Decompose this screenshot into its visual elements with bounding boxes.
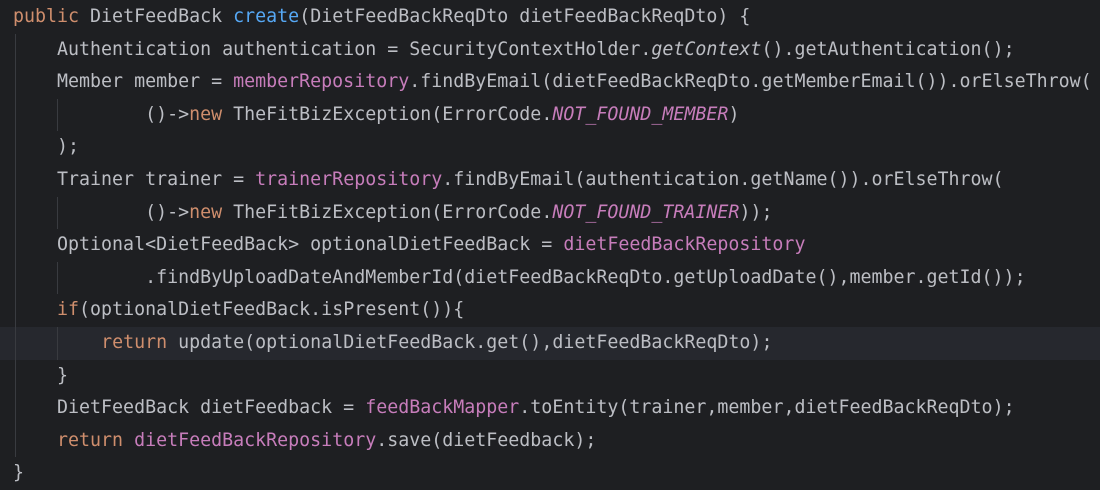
indent-guide [15, 163, 16, 197]
code-token: return [101, 331, 179, 353]
indent-guide [15, 261, 16, 295]
indent-guide [15, 66, 16, 99]
code-token: feedBackMapper [365, 397, 520, 419]
code-token: Trainer trainer = [13, 168, 256, 190]
code-token: Optional<DietFeedBack> optionalDietFeedB… [13, 234, 564, 256]
code-token: } [13, 364, 69, 386]
code-token: ); [13, 136, 80, 158]
code-token: new [189, 103, 234, 125]
code-line[interactable]: return update(optionalDietFeedBack.get()… [0, 326, 1100, 360]
code-line[interactable]: return dietFeedBackRepository.save(dietF… [0, 424, 1100, 458]
code-token: (DietFeedBackReqDto dietFeedBackReqDto) … [299, 6, 751, 27]
code-token: memberRepository [233, 71, 410, 93]
code-token: dietFeedBackRepository [563, 234, 806, 256]
code-line[interactable]: ()->new TheFitBizException(ErrorCode.NOT… [0, 196, 1100, 230]
indent-guide [57, 98, 58, 132]
code-token: DietFeedBack dietFeedback = [13, 397, 366, 419]
code-line[interactable]: ); [0, 131, 1100, 164]
code-token: update(optionalDietFeedBack.get(),dietFe… [178, 331, 773, 353]
indent-guide [57, 326, 58, 360]
code-line[interactable]: DietFeedBack dietFeedback = feedBackMapp… [0, 392, 1100, 425]
code-token: .save(dietFeedback); [376, 429, 597, 451]
code-token: Member member = [13, 71, 234, 93]
code-token: create [233, 6, 300, 27]
indent-guide [57, 261, 58, 295]
code-line[interactable]: Trainer trainer = trainerRepository.find… [0, 163, 1100, 197]
code-token: .findByUploadDateAndMemberId(dietFeedBac… [13, 266, 1026, 288]
code-token: NOT_FOUND_MEMBER [552, 103, 729, 125]
code-token: public [13, 6, 91, 27]
indent-guide [15, 326, 16, 360]
code-token: .findByEmail(authentication.getName()).o… [442, 168, 1004, 190]
indent-guide [15, 98, 16, 132]
code-token: new [189, 201, 234, 223]
code-token: ().getAuthentication(); [761, 38, 1015, 60]
code-token [13, 430, 57, 451]
code-token: Authentication authentication = Security… [13, 38, 652, 60]
indent-guide [15, 424, 16, 458]
code-line[interactable]: Optional<DietFeedBack> optionalDietFeedB… [0, 229, 1100, 262]
code-token [13, 299, 57, 320]
code-line[interactable]: public DietFeedBack create(DietFeedBackR… [0, 1, 1100, 34]
code-token: (optionalDietFeedBack.isPresent()){ [79, 299, 465, 321]
code-line[interactable]: if(optionalDietFeedBack.isPresent()){ [0, 294, 1100, 327]
code-line[interactable]: Authentication authentication = Security… [0, 33, 1100, 67]
code-token: .toEntity(trainer,member,dietFeedBackReq… [519, 397, 1015, 419]
indent-guide [57, 196, 58, 230]
code-line[interactable]: ()->new TheFitBizException(ErrorCode.NOT… [0, 98, 1100, 132]
code-line[interactable]: } [0, 359, 1100, 393]
code-token: .findByEmail(dietFeedBackReqDto.getMembe… [409, 71, 1092, 93]
code-token: if [57, 299, 80, 321]
code-token: ()-> [13, 103, 190, 125]
code-line[interactable]: Member member = memberRepository.findByE… [0, 66, 1100, 99]
code-token: dietFeedBackRepository [134, 429, 377, 451]
code-token: getContext [651, 38, 762, 60]
code-token: ()-> [13, 201, 190, 223]
code-token: TheFitBizException(ErrorCode. [233, 201, 553, 223]
indent-guide [15, 359, 16, 393]
code-line[interactable]: } [0, 457, 1100, 490]
indent-guide [15, 229, 16, 262]
indent-guide [15, 294, 16, 327]
code-token: NOT_FOUND_TRAINER [552, 201, 740, 223]
indent-guide [15, 196, 16, 230]
indent-guide [15, 33, 16, 67]
code-token: ) [728, 103, 740, 125]
code-token: trainerRepository [255, 168, 443, 190]
code-token: TheFitBizException(ErrorCode. [233, 103, 553, 125]
code-line[interactable]: .findByUploadDateAndMemberId(dietFeedBac… [0, 261, 1100, 295]
indent-guide [15, 392, 16, 425]
code-token: } [13, 462, 25, 484]
code-token: )); [739, 201, 773, 223]
indent-guide [15, 131, 16, 164]
code-token: DietFeedBack [90, 6, 234, 27]
code-token: return [57, 429, 135, 451]
